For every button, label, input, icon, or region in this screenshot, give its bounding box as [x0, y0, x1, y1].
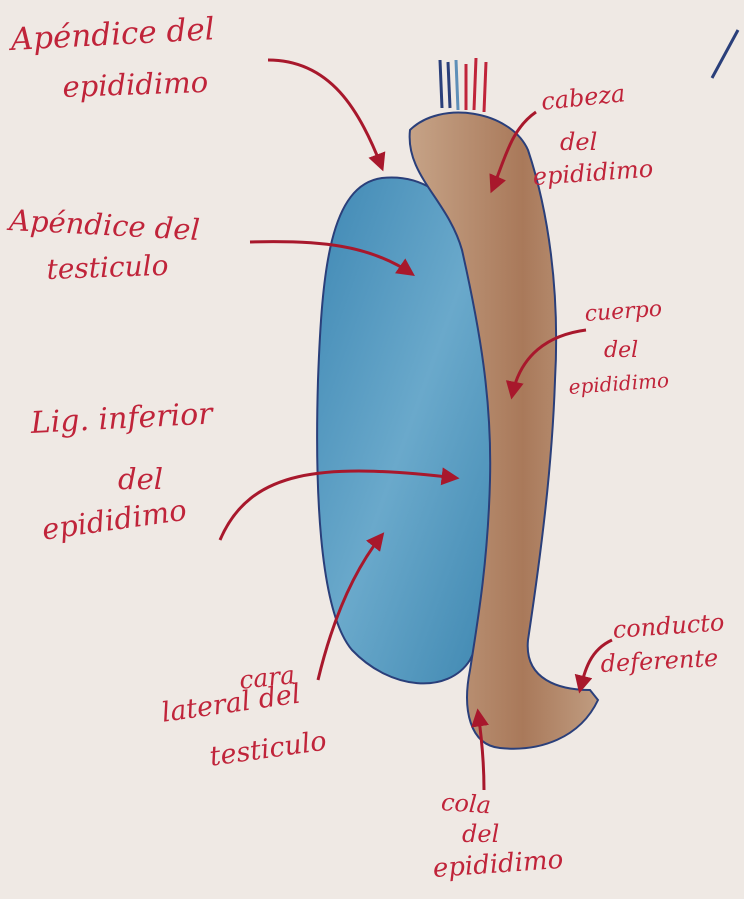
corner-mark: [712, 30, 738, 78]
label-cuerpo-2: del: [604, 339, 638, 362]
label-cuerpo-1: cuerpo: [584, 298, 663, 326]
label-cabeza-2: del: [560, 130, 597, 155]
label-conducto-2: deferente: [600, 646, 719, 677]
label-apendice-epididimo-2: epididimo: [62, 67, 209, 103]
cord-stubs: [440, 58, 486, 112]
label-cola-1: cola: [440, 790, 492, 819]
label-lig-inferior-2: del: [118, 464, 163, 494]
label-cola-2: del: [462, 822, 499, 847]
label-apendice-testiculo-2: testiculo: [46, 251, 169, 285]
